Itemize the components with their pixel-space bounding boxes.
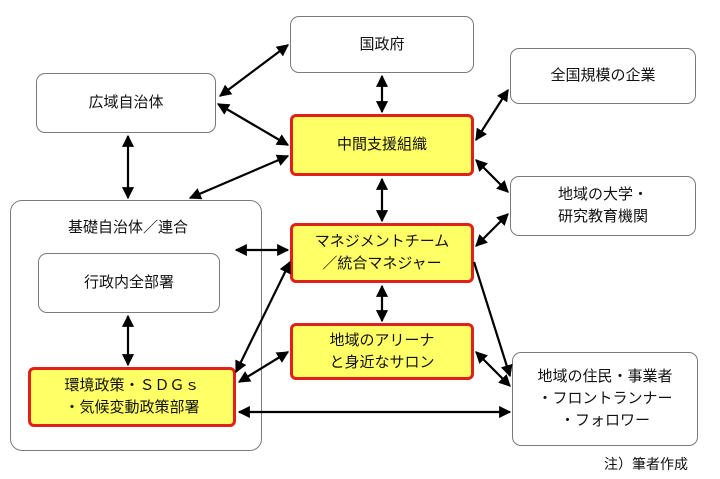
arrow-envpolicy-arena bbox=[237, 351, 290, 383]
arrow-management-university bbox=[475, 213, 509, 247]
source-note: 注）筆者作成 bbox=[604, 457, 688, 473]
arrow-intermediary-municipality bbox=[188, 154, 290, 200]
arrow-intermediary-companies bbox=[475, 88, 509, 142]
arrow-prefecture-intermediary bbox=[216, 103, 290, 146]
arena-salon-box: 地域のアリーナ と身近なサロン bbox=[290, 323, 474, 380]
environment-policy-dept-box: 環境政策・ＳＤＧｓ ・気候変動政策部署 bbox=[28, 367, 236, 427]
all-departments-box: 行政内全部署 bbox=[38, 253, 220, 313]
arrow-management-residents bbox=[472, 261, 513, 378]
local-university-box: 地域の大学・ 研究教育機関 bbox=[510, 176, 696, 236]
arrow-arena-residents bbox=[475, 351, 511, 387]
arrow-national-prefecture bbox=[219, 44, 289, 97]
national-companies-box: 全国規模の企業 bbox=[510, 48, 696, 104]
intermediary-support-org-box: 中間支援組織 bbox=[290, 114, 474, 176]
national-government-box: 国政府 bbox=[290, 16, 474, 73]
management-team-box: マネジメントチーム ／統合マネジャー bbox=[290, 223, 474, 283]
arrow-intermediary-university bbox=[475, 159, 509, 193]
local-residents-box: 地域の住民・事業者 ・フロントランナー ・フォロワー bbox=[512, 352, 698, 446]
municipality-group-label: 基礎自治体／連合 bbox=[68, 218, 189, 236]
prefecture-box: 広域自治体 bbox=[36, 73, 216, 133]
